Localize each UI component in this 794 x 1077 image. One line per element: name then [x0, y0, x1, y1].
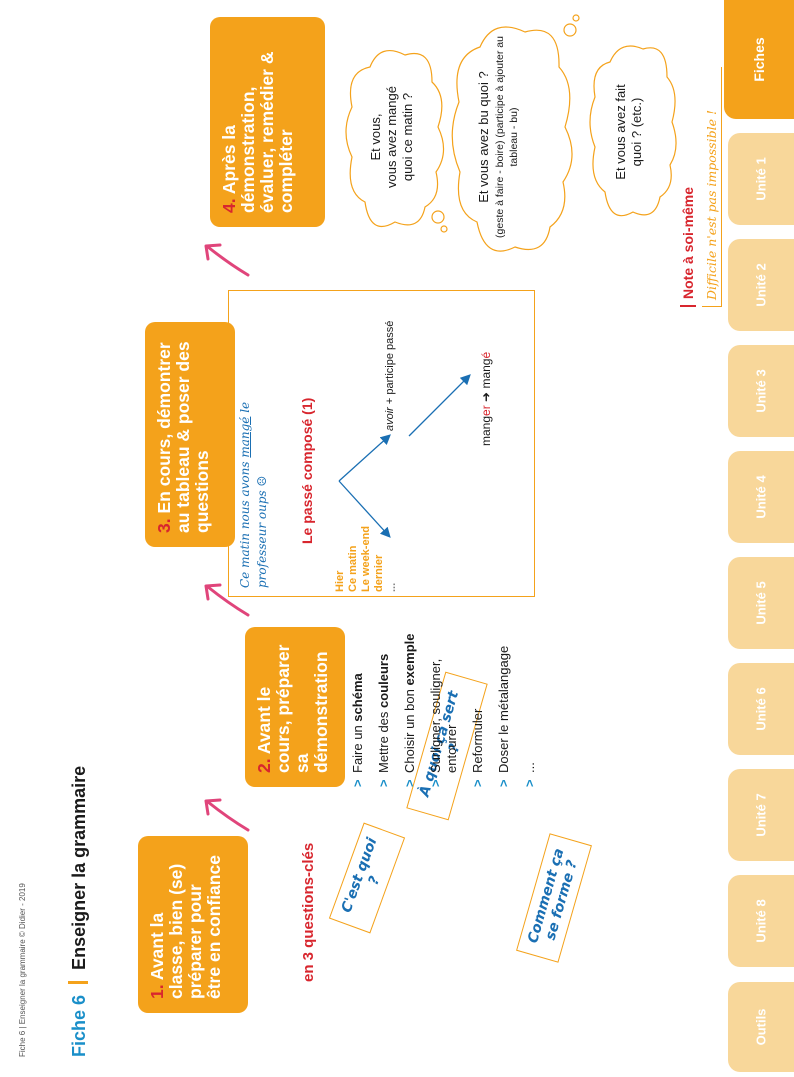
tab-unite-3[interactable]: Unité 3 [728, 345, 794, 437]
title-divider [68, 980, 88, 984]
board-arrows [338, 374, 471, 538]
tab-unite-5[interactable]: Unité 5 [728, 557, 794, 649]
arrow-1-icon [204, 798, 250, 832]
questions-title: en 3 questions-clés [300, 842, 317, 982]
step-4-box: 4. Après la démonstration, évaluer, remé… [210, 17, 325, 227]
prep-list: >Faire un schéma >Mettre des couleurs >C… [350, 607, 548, 788]
step-4-number: 4. [219, 198, 239, 213]
verb-example: manger ➜ mangé [479, 351, 493, 446]
tab-unite-4[interactable]: Unité 4 [728, 451, 794, 543]
tab-outils[interactable]: Outils [728, 982, 794, 1072]
tab-strip: Outils Unité 8 Unité 7 Unité 6 Unité 5 U… [724, 0, 794, 1077]
footer-credit: Fiche 6 | Enseigner la grammaire © Didie… [18, 883, 27, 1057]
list-item: >... [522, 762, 537, 787]
step-1-box: 1. Avant la classe, bien (se) préparer p… [138, 836, 248, 1013]
step-2-number: 2. [254, 758, 274, 773]
list-item: >Faire un schéma [350, 673, 365, 787]
page-title: Fiche 6 Enseigner la grammaire [68, 766, 90, 1057]
step-1-number: 1. [147, 984, 167, 999]
step-3-box: 3. En cours, démontrer au tableau & pose… [145, 322, 235, 547]
tab-unite-2[interactable]: Unité 2 [728, 239, 794, 331]
list-item: >Choisir un bon exemple [402, 633, 417, 788]
list-item: >Reformuler [470, 708, 485, 787]
list-item: >Surligner, souligner, entourer [428, 658, 459, 787]
rule-text: avoir + participe passé [384, 320, 396, 431]
tab-unite-7[interactable]: Unité 7 [728, 769, 794, 861]
thought-cloud-1: Et vous, vous avez mangé quoi ce matin ? [340, 37, 450, 237]
step-2-box: 2. Avant le cours, préparer sa démonstra… [245, 627, 345, 787]
title-text: Enseigner la grammaire [69, 765, 89, 970]
note-text: Difficile n'est pas impossible ! [702, 67, 722, 307]
step-1-text: Avant la classe, bien (se) préparer pour… [147, 855, 224, 999]
step-3-text: En cours, démontrer au tableau & poser d… [154, 341, 212, 533]
list-item: >Doser le métalangage [496, 645, 511, 787]
question-tag-3: Comment ça se forme ? [516, 833, 592, 963]
arrow-2-icon [204, 583, 250, 617]
fiche-label: Fiche 6 [69, 994, 89, 1057]
tab-unite-8[interactable]: Unité 8 [728, 875, 794, 967]
step-4-text: Après la démonstration, évaluer, remédie… [219, 51, 296, 213]
note-box: Note à soi-même Difficile n'est pas impo… [680, 67, 722, 307]
tab-unite-1[interactable]: Unité 1 [728, 133, 794, 225]
tab-unite-6[interactable]: Unité 6 [728, 663, 794, 755]
whiteboard: Ce matin nous avons mangé le professeur … [228, 290, 535, 597]
thought-cloud-2: Et vous avez bu quoi ? (geste à faire - … [445, 12, 580, 262]
list-item: >Mettre des couleurs [376, 653, 391, 787]
question-tag-1: C'est quoi ? [328, 822, 406, 934]
step-3-number: 3. [154, 518, 174, 533]
arrow-3-icon [204, 243, 250, 277]
note-title: Note à soi-même [680, 67, 696, 307]
thought-cloud-3: Et vous avez fait quoi ? (etc.) [585, 37, 680, 227]
step-2-text: Avant le cours, préparer sa démonstratio… [254, 644, 331, 773]
tab-fiches[interactable]: Fiches [724, 0, 794, 119]
